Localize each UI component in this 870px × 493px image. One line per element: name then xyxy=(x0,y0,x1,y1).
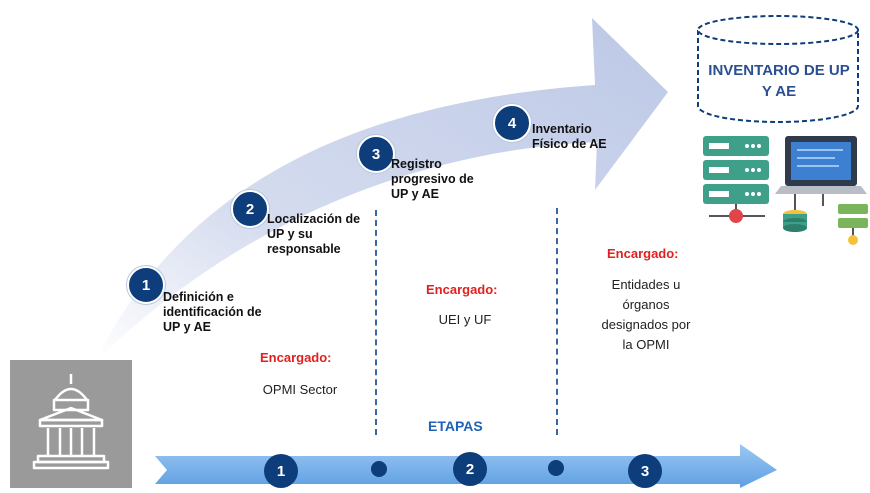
timeline-stage-3: 3 xyxy=(628,454,662,488)
timeline-dot-1 xyxy=(371,461,387,477)
database-label: INVENTARIO DE UP Y AE xyxy=(708,62,850,100)
timeline-dot-2 xyxy=(548,460,564,476)
step-1-label: Definición e identificación de UP y AE xyxy=(163,290,262,334)
encargado-2-title: Encargado: xyxy=(426,282,498,297)
step-3-circle: 3 xyxy=(357,135,395,173)
step-4-circle: 4 xyxy=(493,104,531,142)
timeline-stage-1: 1 xyxy=(264,454,298,488)
encargado-3-value: Entidades u órganos designados por la OP… xyxy=(601,277,691,352)
encargado-1-value: OPMI Sector xyxy=(262,382,338,397)
etapas-title: ETAPAS xyxy=(428,418,483,434)
divider-2 xyxy=(556,208,558,435)
encargado-2-value: UEI y UF xyxy=(438,312,492,327)
timeline-stage-2: 2 xyxy=(453,452,487,486)
step-1-circle: 1 xyxy=(127,266,165,304)
database-cylinder-icon xyxy=(697,15,859,123)
encargado-1-title: Encargado: xyxy=(260,350,332,365)
server-network-icon xyxy=(703,136,868,245)
step-2-label: Localización de UP y su responsable xyxy=(267,212,361,256)
step-4-label: Inventario Físico de AE xyxy=(532,122,607,151)
step-2-circle: 2 xyxy=(231,190,269,228)
step-3-label: Registro progresivo de UP y AE xyxy=(391,157,474,201)
encargado-3-title: Encargado: xyxy=(607,246,679,261)
government-building-icon xyxy=(10,360,132,488)
divider-1 xyxy=(375,210,377,435)
